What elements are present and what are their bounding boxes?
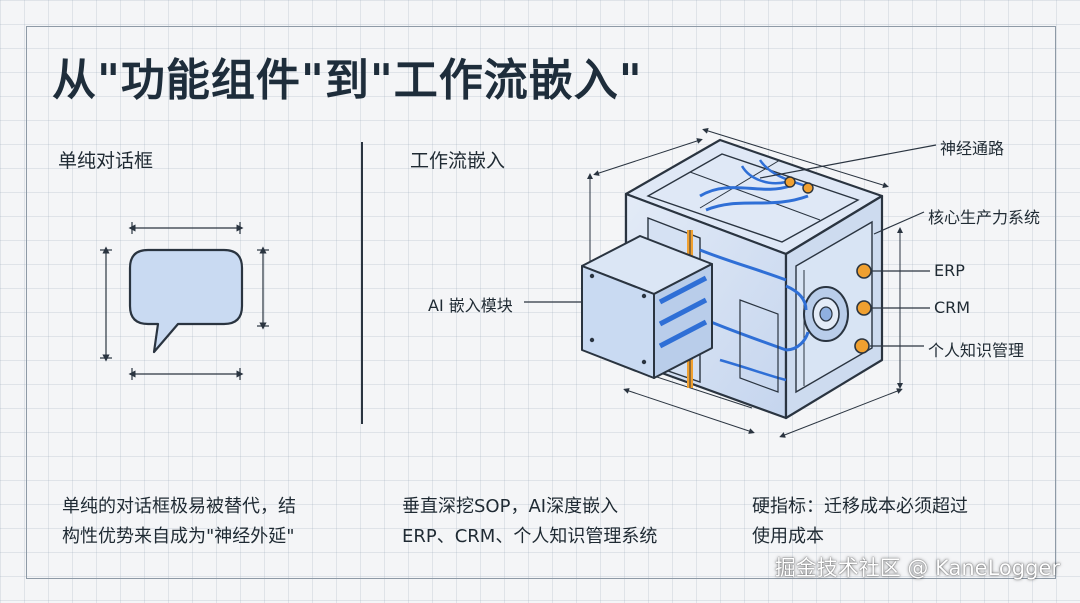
watermark: 掘金技术社区 @ KaneLogger: [774, 556, 1060, 580]
right-description: 硬指标：迁移成本必须超过 使用成本: [752, 492, 1042, 552]
right-description-line2: 使用成本: [752, 526, 824, 547]
neural-path-label: 神经通路: [940, 139, 1005, 158]
page-title: 从"功能组件"到"工作流嵌入": [52, 55, 643, 106]
pkm-label: 个人知识管理: [928, 341, 1025, 360]
middle-description: 垂直深挖SOP，AI深度嵌入 ERP、CRM、个人知识管理系统: [402, 492, 712, 552]
erp-label: ERP: [934, 261, 965, 280]
crm-label: CRM: [934, 298, 971, 317]
left-heading: 单纯对话框: [58, 150, 154, 172]
left-description-line2: 构性优势来自成为"神经外延": [62, 526, 295, 547]
middle-description-line2: ERP、CRM、个人知识管理系统: [402, 526, 658, 547]
diagram-frame: [26, 26, 1056, 579]
left-description-line1: 单纯的对话框极易被替代，结: [62, 496, 296, 517]
core-system-label: 核心生产力系统: [928, 208, 1041, 227]
left-description: 单纯的对话框极易被替代，结 构性优势来自成为"神经外延": [62, 492, 352, 552]
middle-description-line1: 垂直深挖SOP，AI深度嵌入: [402, 496, 619, 517]
middle-heading: 工作流嵌入: [410, 150, 506, 172]
ai-module-label: AI 嵌入模块: [428, 296, 513, 315]
section-divider: [361, 142, 363, 424]
right-description-line1: 硬指标：迁移成本必须超过: [752, 496, 968, 517]
